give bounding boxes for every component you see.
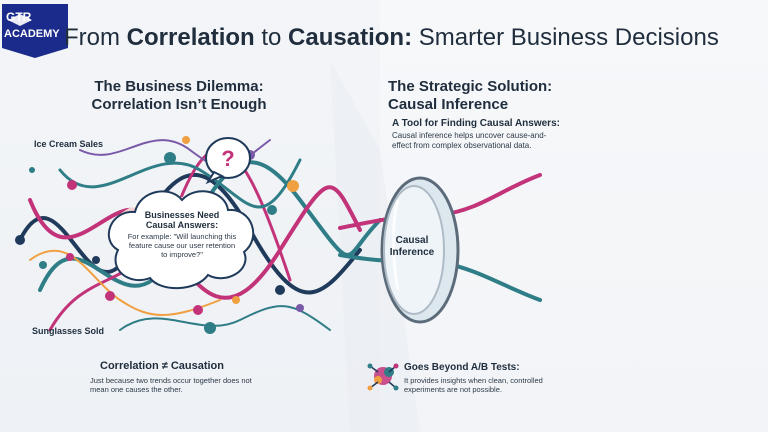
lens-icon	[380, 176, 460, 324]
label-sunglasses-sold: Sunglasses Sold	[32, 326, 105, 336]
correlation-footer-text: Just because two trends occur together d…	[90, 376, 252, 394]
ab-test-footer-text: It provides insights when clean, control…	[404, 376, 543, 394]
lens-label: Causal Inference	[389, 235, 435, 258]
tool-description: Causal inference helps uncover cause-and…	[392, 131, 547, 150]
label-ice-cream-sales: Ice Cream Sales	[34, 139, 104, 149]
correlation-footer-title: Correlation ≠ Causation	[100, 360, 224, 372]
panel-divider	[330, 60, 420, 432]
cloud-title: Businesses Need Causal Answers:	[144, 210, 220, 230]
cloud-example-text: For example: "Will launching this featur…	[127, 232, 237, 259]
ab-test-footer-title: Goes Beyond A/B Tests:	[404, 362, 520, 373]
left-heading: The Business Dilemma: Correlation Isn’t …	[91, 78, 267, 113]
logo-text-gtr: GTR	[6, 10, 32, 24]
academy-logo	[2, 4, 68, 58]
brain-network-icon	[367, 363, 399, 391]
question-bubble-icon: ?	[205, 137, 251, 185]
question-cloud	[107, 190, 255, 290]
logo-text-academy: ACADEMY	[4, 28, 60, 40]
right-heading: The Strategic Solution: Causal Inference	[388, 78, 553, 113]
network-nodes	[15, 136, 304, 334]
tool-subtitle: A Tool for Finding Causal Answers:	[392, 118, 560, 129]
svg-text:?: ?	[221, 146, 234, 171]
page-title: From Correlation to Causation: Smarter B…	[64, 24, 719, 51]
